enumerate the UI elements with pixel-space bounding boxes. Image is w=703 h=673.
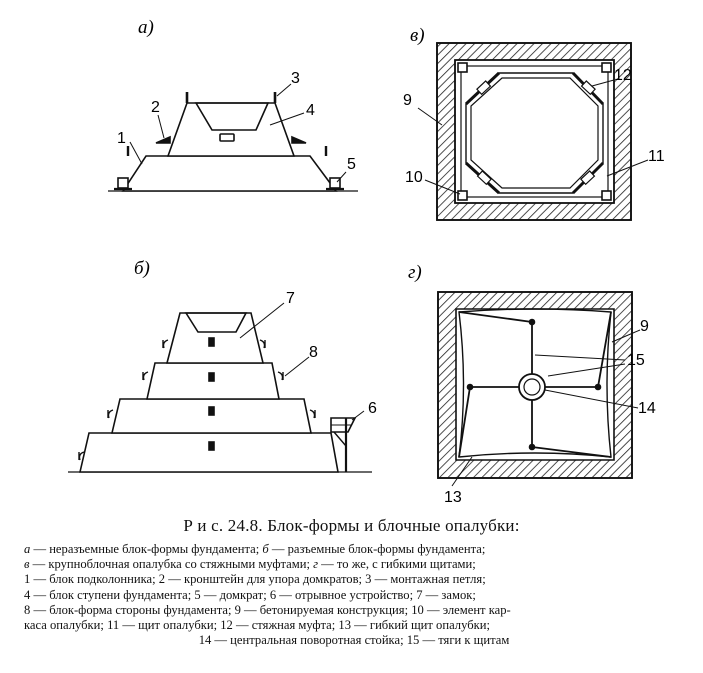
callout-1: 1 [117, 130, 126, 147]
callout-14: 14 [638, 400, 656, 417]
callout-6: 6 [368, 400, 377, 417]
callout-2: 2 [151, 99, 160, 116]
callout-12: 12 [614, 67, 632, 84]
figure-caption: Р и с. 24.8. Блок-формы и блочные опалуб… [0, 516, 703, 536]
callout-3: 3 [291, 70, 300, 87]
legend-line-7: 14 — центральная поворотная стойка; 15 —… [198, 633, 510, 648]
caption-title: Блок-формы и блочные опалубки: [267, 516, 520, 535]
callout-9-v: 9 [403, 92, 412, 109]
callout-13: 13 [444, 489, 462, 506]
panel-g-drawing [437, 291, 641, 487]
panel-label-v: в) [410, 25, 425, 46]
callout-10: 10 [405, 169, 423, 186]
panel-b-drawing [68, 302, 372, 473]
legend-line-3: 1 — блок подколонника; 2 — кронштейн для… [24, 572, 486, 587]
legend-key-g: г [313, 557, 319, 572]
legend-text-b: — разъемные блок-формы фундамента; [268, 542, 486, 556]
legend-text-a: — неразъемные блок-формы фундамента; [30, 542, 263, 556]
legend-key-a: а [24, 542, 31, 556]
callout-5: 5 [347, 156, 356, 173]
legend-line-6: каса опалубки; 11 — щит опалубки; 12 — с… [24, 618, 490, 633]
legend-line-1: а — неразъемные блок-формы фундамента; б… [24, 542, 684, 557]
panel-v-drawing [417, 42, 649, 221]
callout-11: 11 [648, 148, 665, 165]
legend-text-g: — то же, с гибкими щитами; [318, 557, 476, 572]
legend-key-b: б [262, 542, 269, 556]
callout-4: 4 [306, 102, 315, 119]
figure-legend: а — неразъемные блок-формы фундамента; б… [24, 542, 684, 648]
callout-15: 15 [627, 352, 645, 369]
legend-line-2: в — крупноблочная опалубка со стяжными м… [24, 557, 684, 572]
legend-key-v: в [24, 557, 30, 572]
callout-7: 7 [286, 290, 295, 307]
legend-line-4: 4 — блок ступени фундамента; 5 — домкрат… [24, 587, 476, 602]
caption-prefix: Р и с. 24.8. [183, 516, 263, 535]
panel-label-g: г) [408, 262, 422, 283]
panel-a-drawing [108, 83, 358, 192]
panel-label-a: а) [138, 17, 154, 38]
callout-9-g: 9 [640, 318, 649, 335]
legend-line-5: 8 — блок-форма стороны фундамента; 9 — б… [24, 602, 511, 617]
legend-text-v: — крупноблочная опалубка со стяжными муф… [29, 557, 314, 572]
callout-8: 8 [309, 344, 318, 361]
panel-label-b: б) [134, 258, 150, 279]
